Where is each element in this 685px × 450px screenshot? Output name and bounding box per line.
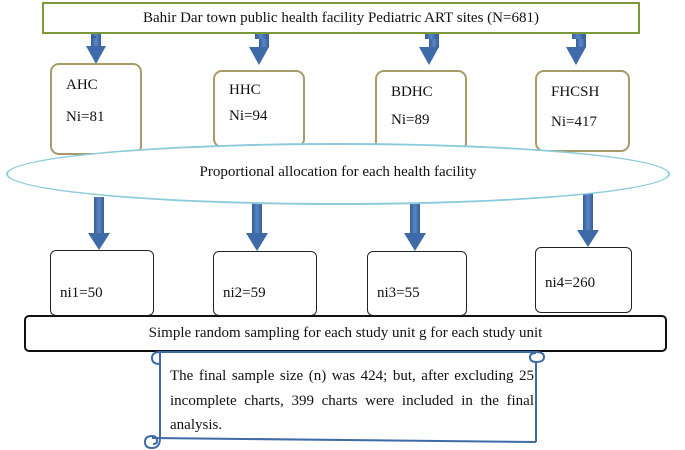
arrow-top-to-bdhc <box>419 33 439 65</box>
sample-box-fhcsh: ni4=260 <box>535 247 632 313</box>
site-population: Ni=89 <box>391 112 430 128</box>
site-population: Ni=81 <box>66 109 105 125</box>
sampling-method-box: Simple random sampling for each study un… <box>24 315 667 352</box>
site-population: Ni=417 <box>551 114 597 130</box>
site-box-hhc: HHC Ni=94 <box>213 70 305 148</box>
arrow-alloc-to-ni2 <box>246 203 268 251</box>
site-name: BDHC <box>391 84 433 100</box>
site-name: FHCSH <box>551 84 600 100</box>
site-population: Ni=94 <box>229 108 268 124</box>
arrow-alloc-to-ni1 <box>88 197 110 250</box>
sample-box-hhc: ni2=59 <box>213 251 317 316</box>
sample-size-label: ni3=55 <box>377 285 420 301</box>
sample-box-ahc: ni1=50 <box>50 250 154 316</box>
site-name: HHC <box>229 82 261 98</box>
sample-size-label: ni2=59 <box>223 285 266 301</box>
sampling-method-label: Simple random sampling for each study un… <box>148 325 543 341</box>
sample-size-label: ni4=260 <box>545 275 596 291</box>
arrow-alloc-to-ni4 <box>577 189 599 247</box>
sample-size-label: ni1=50 <box>60 285 103 301</box>
allocation-ellipse: Proportional allocation for each health … <box>6 143 670 205</box>
allocation-label: Proportional allocation for each health … <box>199 163 477 180</box>
sample-box-bdhc: ni3=55 <box>367 251 467 316</box>
arrow-top-to-hhc <box>249 33 269 65</box>
arrow-top-to-ahc <box>86 33 106 64</box>
final-sample-note: The final sample size (n) was 424; but, … <box>170 368 534 433</box>
site-name: AHC <box>66 77 98 93</box>
arrow-top-to-fhcsh <box>566 33 586 65</box>
site-box-fhcsh: FHCSH Ni=417 <box>535 70 630 152</box>
arrow-alloc-to-ni3 <box>404 203 426 251</box>
target-population-box: Bahir Dar town public health facility Pe… <box>42 2 640 34</box>
target-population-label: Bahir Dar town public health facility Pe… <box>143 9 539 26</box>
site-box-bdhc: BDHC Ni=89 <box>375 70 467 152</box>
